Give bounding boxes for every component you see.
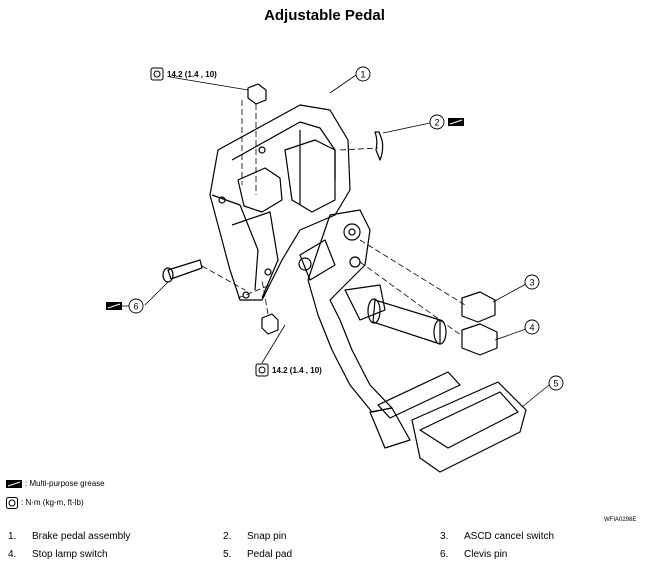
list-item: 2.Snap pin	[223, 531, 287, 542]
torque-icon	[150, 67, 164, 81]
torque-top-label: 14.2 (1.4 , 10)	[167, 70, 217, 79]
figure-code: WFIA0298E	[604, 517, 637, 523]
torque-icon	[6, 497, 18, 509]
torque-icon	[255, 363, 269, 377]
legend-grease: : Multi-purpose grease	[6, 479, 105, 488]
snap-pin	[374, 131, 384, 161]
grease-symbol	[6, 479, 22, 488]
pedal-exploded-view: 1 2 3 4 5 6 14.2 (1.4 , 10) 14.2 (1.4 , …	[106, 66, 564, 473]
bracket-body	[209, 104, 351, 301]
list-item: 5.Pedal pad	[223, 549, 293, 560]
legend-torque-label: : N·m (kg-m, ft-lb)	[21, 498, 84, 508]
pedal-arm	[307, 209, 393, 413]
adjuster-rod	[372, 299, 441, 345]
legend-torque: : N·m (kg-m, ft-lb)	[6, 497, 84, 509]
parts-list: 1.Brake pedal assembly 2.Snap pin 3.ASCD…	[8, 531, 643, 567]
torque-callout-top: 14.2 (1.4 , 10)	[150, 67, 217, 81]
callout-5-label: 5	[553, 379, 558, 389]
stop-lamp-switch	[461, 323, 498, 356]
legend-grease-label: : Multi-purpose grease	[25, 479, 105, 488]
parts-row: 4.Stop lamp switch 5.Pedal pad 6.Clevis …	[8, 549, 643, 567]
callout-2-label: 2	[434, 118, 439, 128]
list-item: 3.ASCD cancel switch	[440, 531, 555, 542]
list-item: 4.Stop lamp switch	[8, 549, 108, 560]
callout-3: 3	[524, 274, 540, 290]
list-item: 1.Brake pedal assembly	[8, 531, 131, 542]
callout-3-label: 3	[529, 278, 534, 288]
list-item: 6.Clevis pin	[440, 549, 508, 560]
ascd-switch	[461, 291, 496, 323]
callout-6-label: 6	[133, 302, 138, 312]
callout-4-label: 4	[529, 323, 534, 333]
pedal-pad	[411, 381, 527, 473]
torque-bottom-label: 14.2 (1.4 , 10)	[272, 366, 322, 375]
callout-2: 2	[429, 114, 464, 130]
callout-6: 6	[106, 298, 144, 314]
callout-5: 5	[548, 375, 564, 391]
clevis-pin	[167, 259, 203, 280]
top-nut	[247, 83, 267, 105]
callout-4: 4	[524, 319, 540, 335]
callout-1: 1	[355, 66, 371, 82]
diagram-title: Adjustable Pedal	[264, 7, 385, 24]
bottom-nut	[261, 313, 279, 335]
parts-row: 1.Brake pedal assembly 2.Snap pin 3.ASCD…	[8, 531, 643, 549]
callout-1-label: 1	[360, 70, 365, 80]
torque-callout-bottom: 14.2 (1.4 , 10)	[255, 363, 322, 377]
